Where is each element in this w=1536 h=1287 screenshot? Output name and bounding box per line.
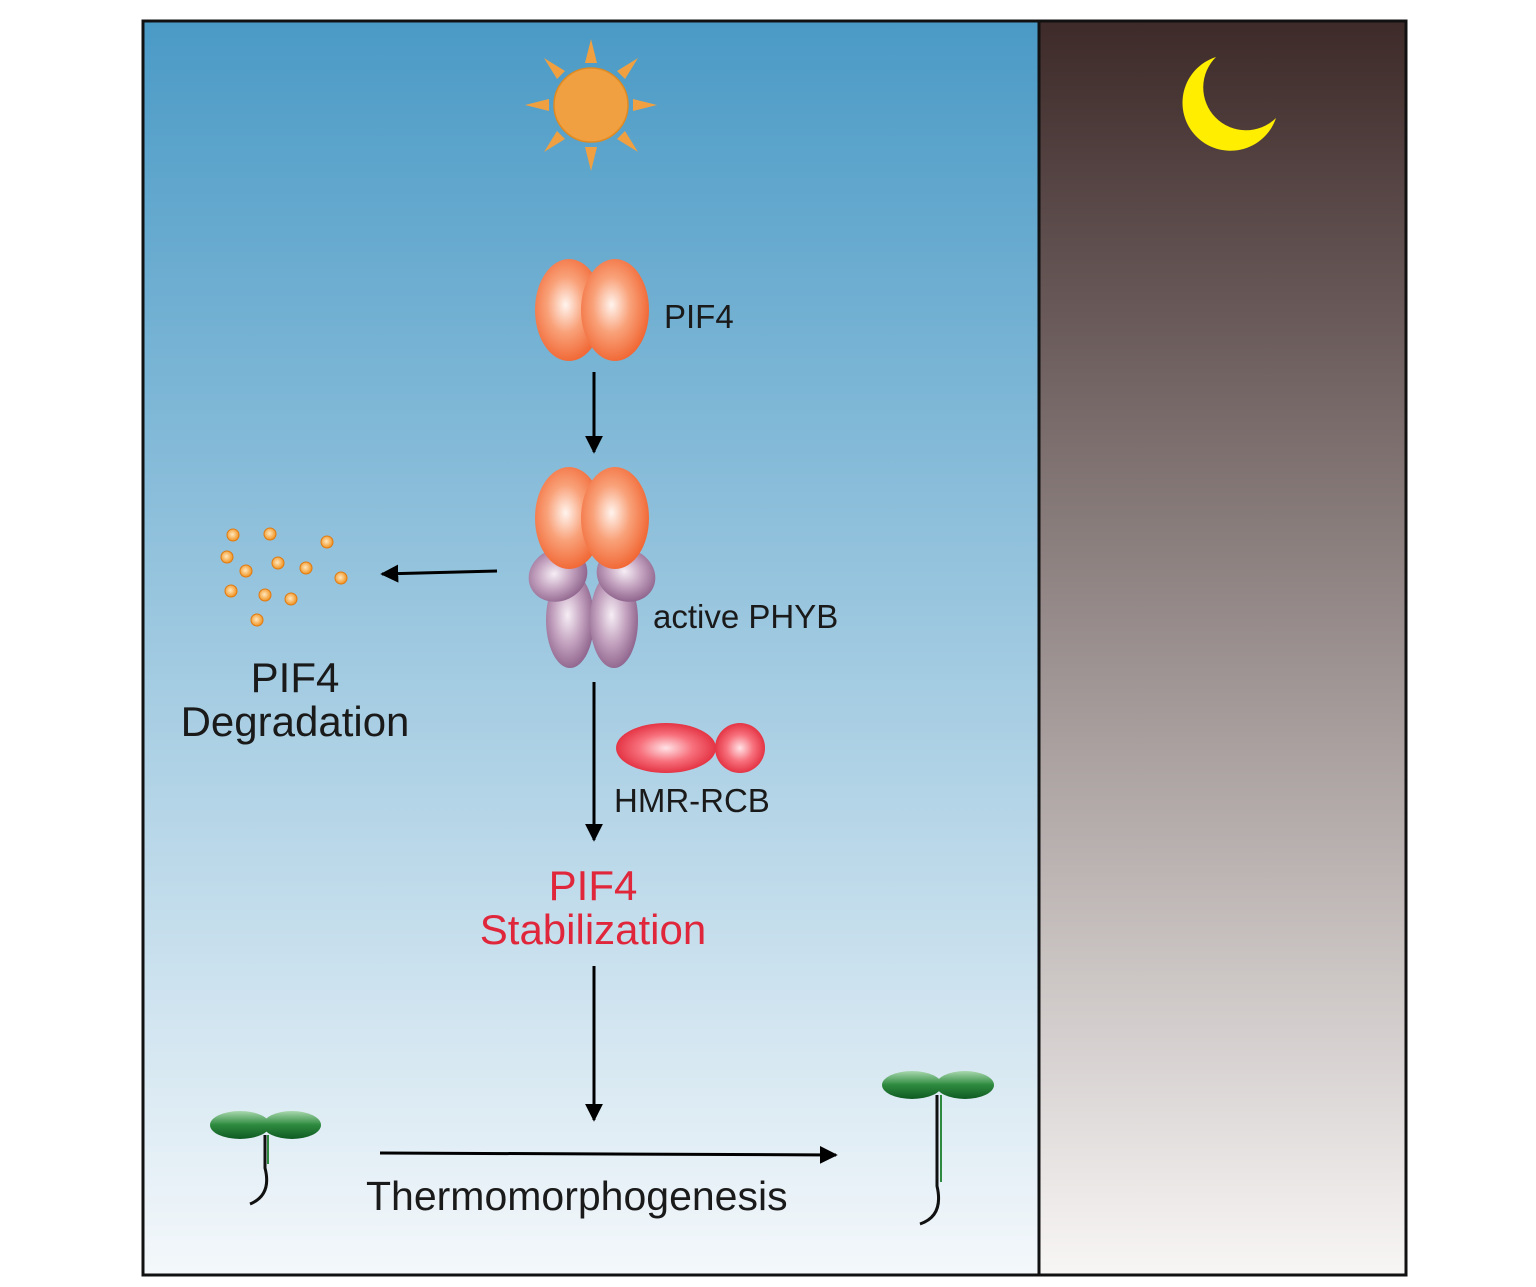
thermomorphogenesis-label: Thermomorphogenesis <box>366 1173 788 1219</box>
arrow-to-degradation <box>380 564 498 583</box>
hmr-rcb-label: HMR-RCB <box>614 782 770 819</box>
stabilization-label-line1: PIF4 <box>548 862 638 909</box>
crescent-moon-icon <box>1182 57 1276 151</box>
degradation-label-line2: Degradation <box>180 698 410 746</box>
pif4-label: PIF4 <box>664 298 734 335</box>
seedling-tall-icon <box>882 1071 994 1226</box>
hmr-rcb-protein <box>616 723 765 773</box>
stabilization-label-line2: Stabilization <box>479 906 707 954</box>
pif4-bound-protein <box>535 467 649 569</box>
day-panel <box>143 21 1039 1275</box>
thermomorphogenesis-arrow <box>379 1145 838 1164</box>
sun-icon <box>525 39 657 171</box>
pif4-protein <box>535 259 649 361</box>
frame <box>141 19 1408 1277</box>
degradation-label-line1: PIF4 <box>250 654 340 701</box>
degraded-pif4-fragments <box>220 527 348 627</box>
seedling-small-icon <box>210 1111 321 1206</box>
night-panel <box>1039 21 1406 1275</box>
active-phyb-label: active PHYB <box>653 598 839 635</box>
stabilization-label: PIF4 Stabilization <box>440 862 746 954</box>
degradation-label: PIF4 Degradation <box>140 654 450 746</box>
